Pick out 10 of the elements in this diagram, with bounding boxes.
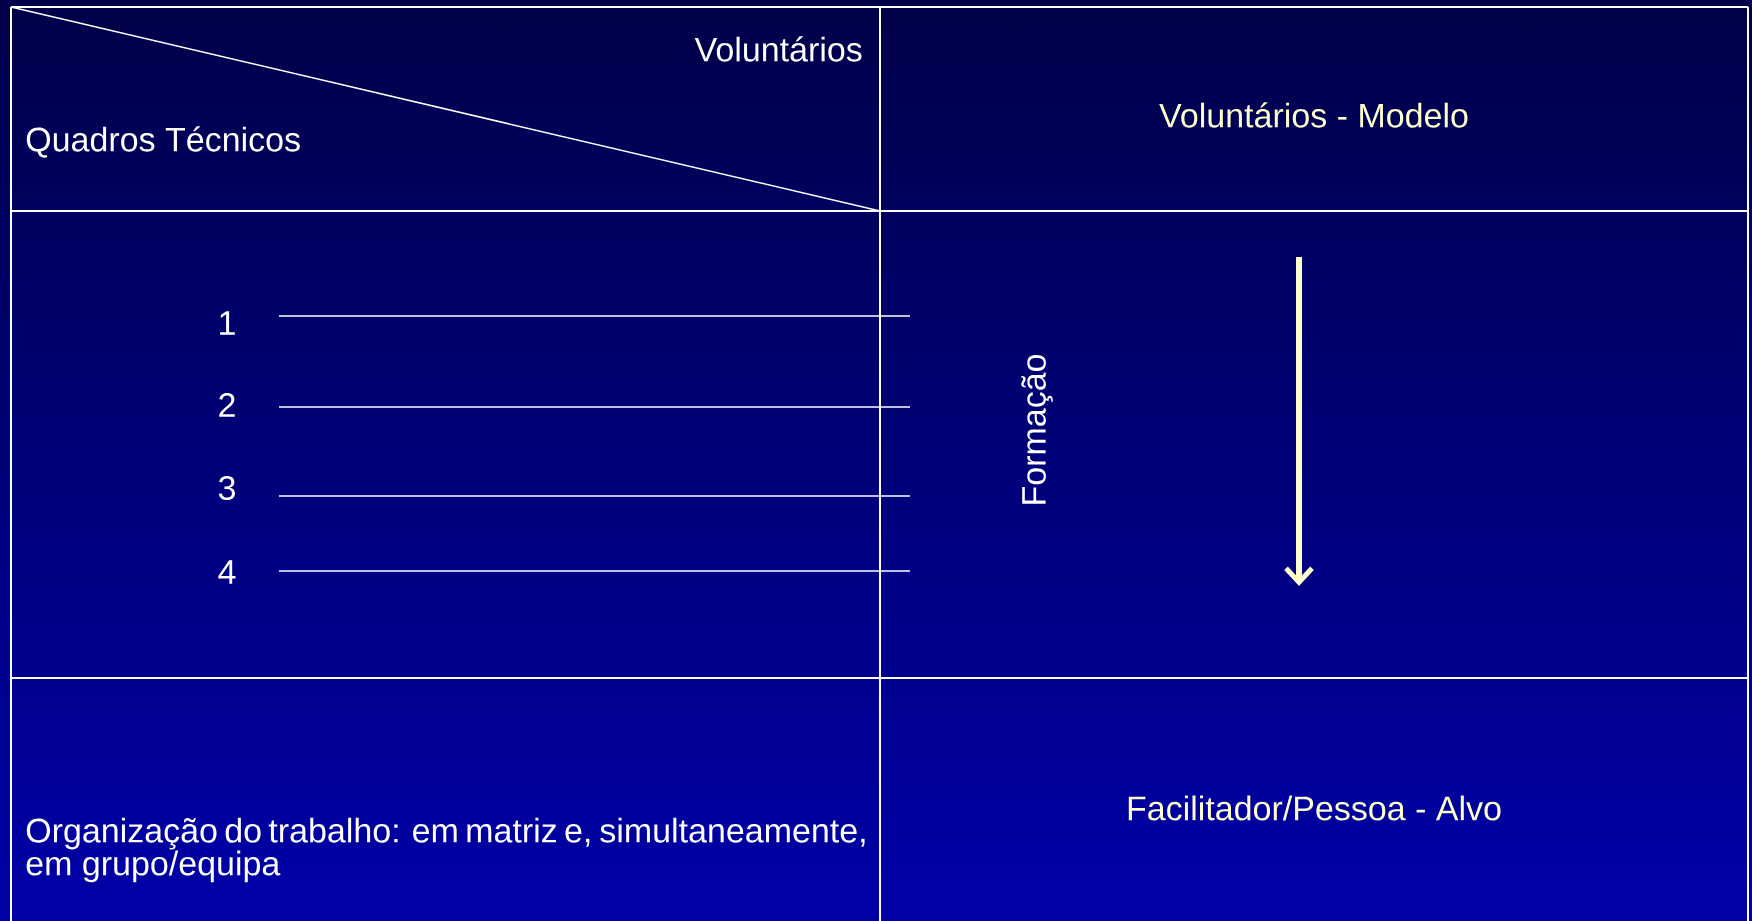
rotated-label: Formação <box>1021 354 1053 504</box>
table-cell-text: Facilitador/Pessoa - Alvo <box>1128 795 1501 821</box>
table-cell-text: Organização do trabalho: em matriz e, simultaneamente, em grupo/equipa <box>26 817 865 883</box>
row-number: 1 <box>220 311 235 335</box>
row-number: 3 <box>218 475 235 501</box>
column-header: Voluntários <box>694 36 862 62</box>
row-number: 4 <box>218 560 236 584</box>
row-number: 2 <box>219 393 235 417</box>
column-header: Voluntários - Modelo <box>1159 102 1468 128</box>
row-header: Quadros Técnicos <box>26 126 300 158</box>
